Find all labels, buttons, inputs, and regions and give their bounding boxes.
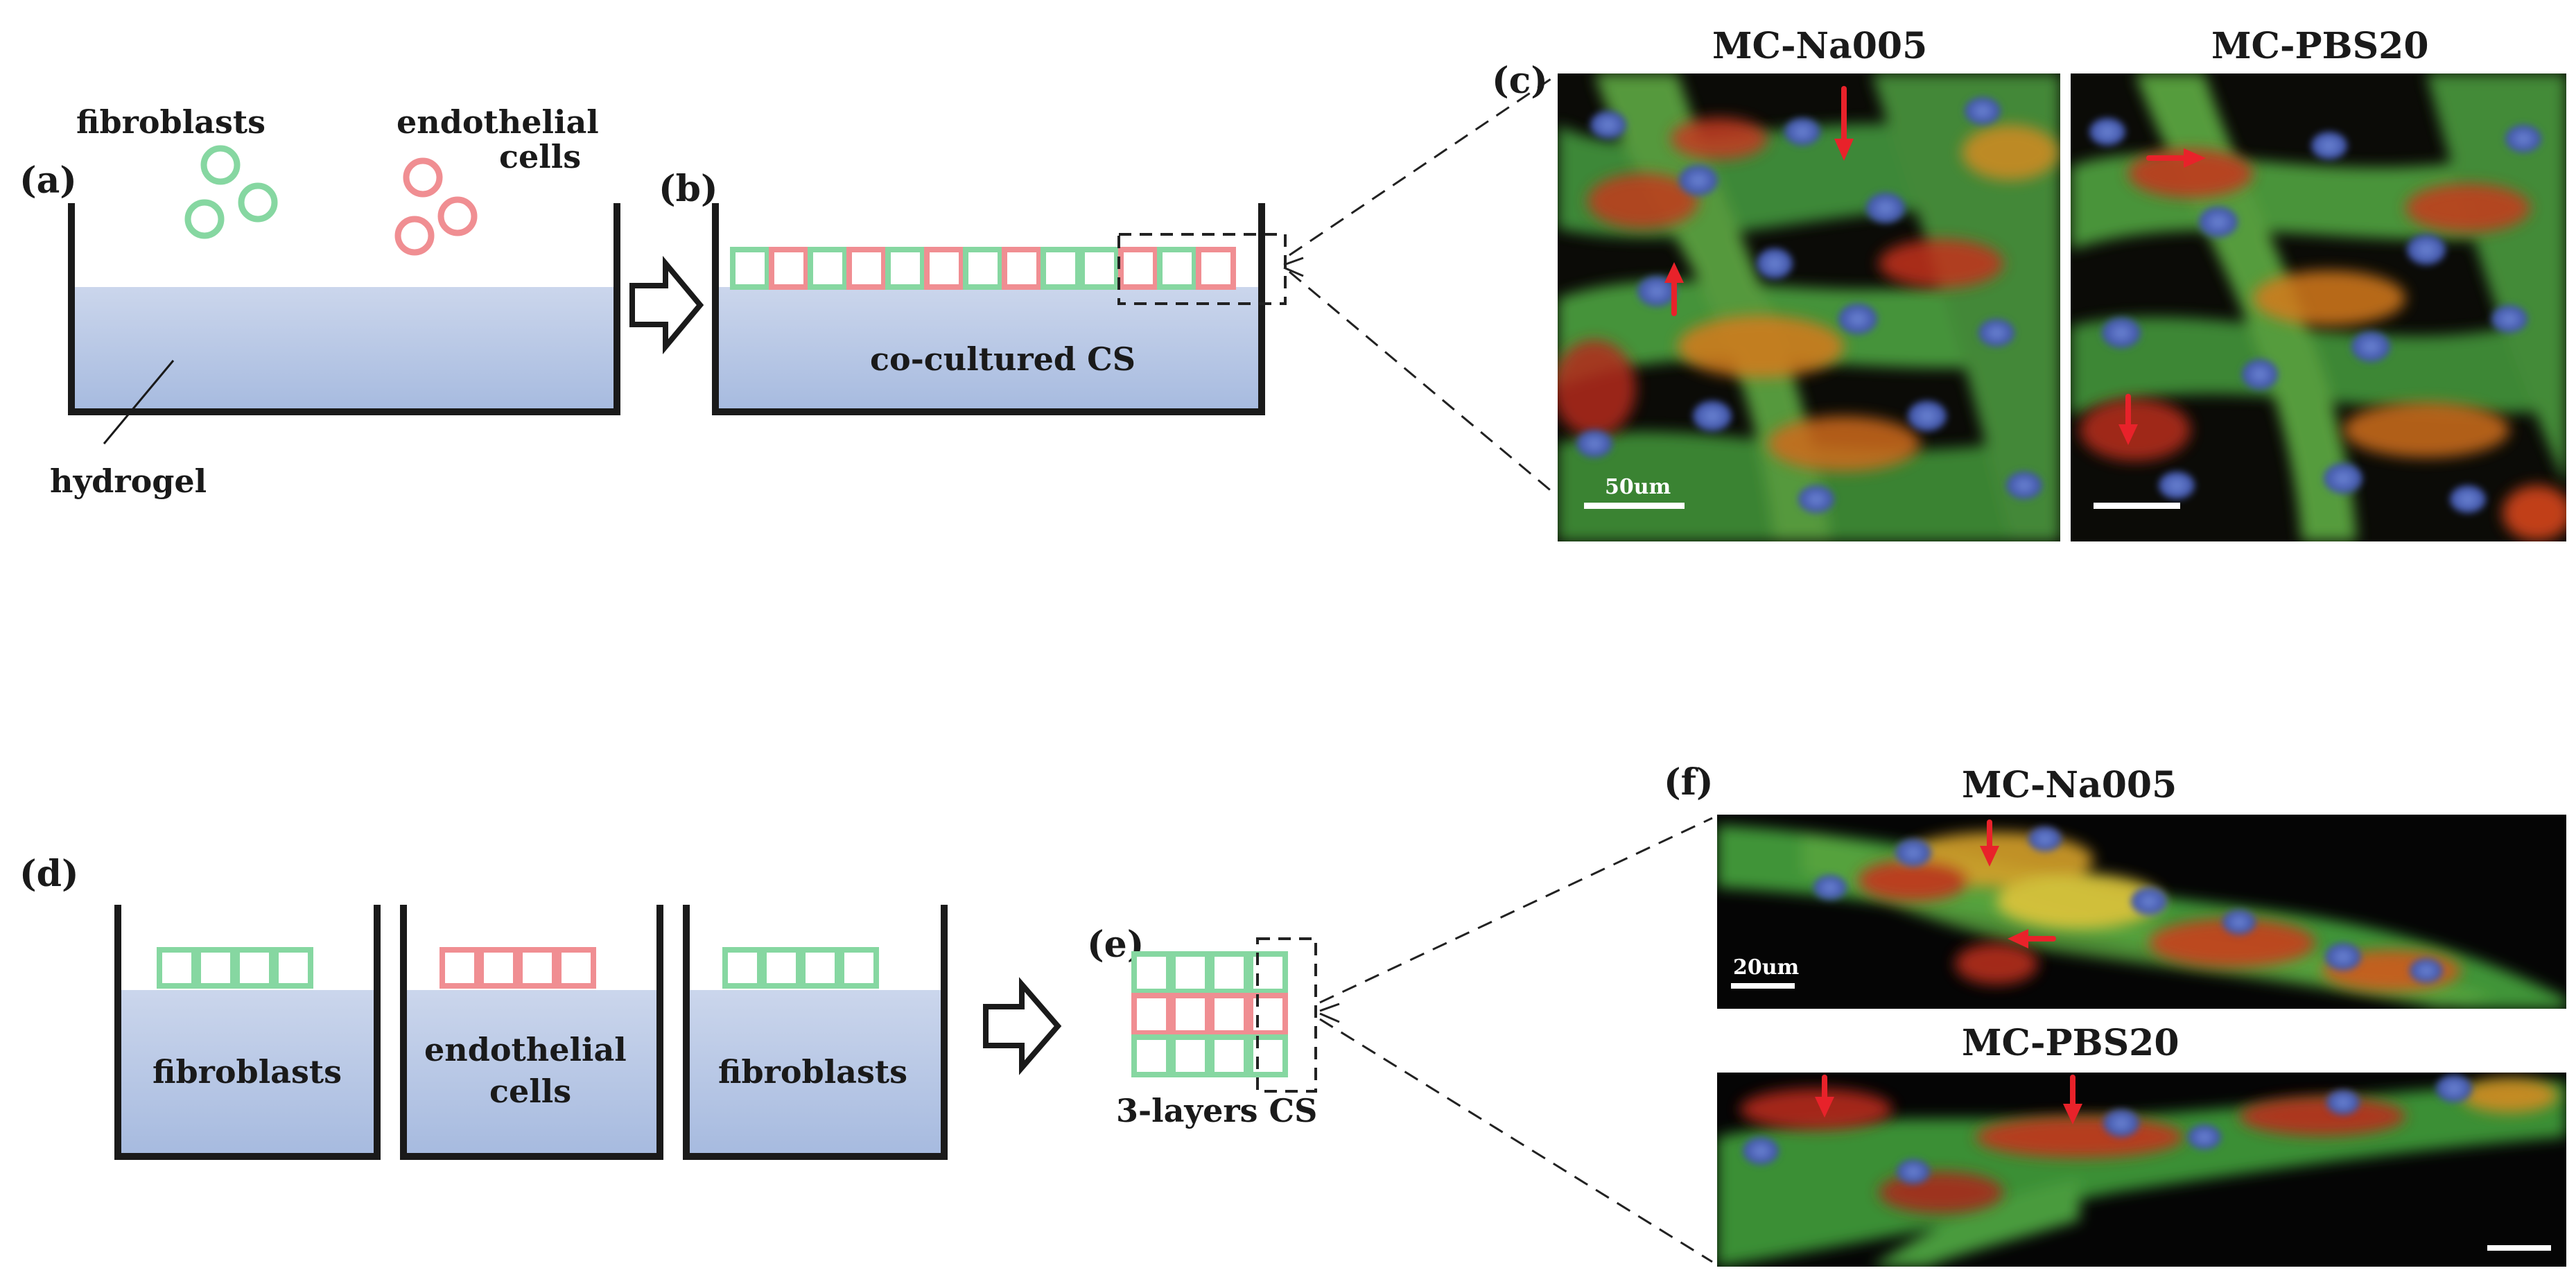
red-arrow-c2-b (2118, 394, 2138, 445)
well-2-label: endothelial (424, 1031, 627, 1068)
zoom-line-bottom-lower (1319, 1018, 1713, 1263)
red-arrow-c1-a (1834, 86, 1854, 161)
endothelial-label: endothelial (397, 103, 599, 141)
well-b (712, 203, 1265, 415)
scale-bar-top (1584, 503, 1685, 509)
process-arrow-a-to-b (629, 255, 704, 355)
micrograph-bottom (1717, 1073, 2566, 1267)
micrograph-left: 50um (1558, 73, 2060, 541)
zoom-line-top-lower (1289, 270, 1554, 494)
zoom-box-top (1117, 233, 1287, 305)
red-arrow-f1-b (2008, 929, 2056, 948)
co-cultured-cell-sheet (730, 247, 1236, 290)
well-3-label: fibroblasts (718, 1053, 907, 1091)
micrograph-left-title: MC-Na005 (1712, 25, 1927, 67)
scale-bar-bottom-label: 20um (1733, 955, 1800, 980)
hydrogel-label: hydrogel (50, 462, 207, 500)
micrograph-top-title: MC-Na005 (1962, 764, 2177, 806)
zoom-box-bottom (1256, 937, 1317, 1093)
scale-bar-top-label: 50um (1605, 475, 1671, 499)
well-3-fibroblasts (683, 905, 948, 1160)
three-layers-label: 3-layers CS (1116, 1092, 1317, 1129)
panel-label-f: (f) (1664, 761, 1714, 804)
fibroblasts-label: fibroblasts (76, 103, 266, 141)
panel-label-c: (c) (1492, 60, 1548, 102)
zoom-line-bottom-upper (1319, 817, 1713, 1004)
micrograph-right (2071, 73, 2566, 541)
three-layer-sheet (1131, 951, 1288, 1077)
zoom-caret-bottom-2 (1319, 1012, 1340, 1023)
process-arrow-d-to-e (983, 977, 1062, 1075)
endothelial-cells-floating (394, 157, 478, 256)
fibroblast-cells-floating (184, 145, 278, 239)
zoom-caret-bottom (1319, 1003, 1340, 1012)
well-2-endothelial (400, 905, 663, 1160)
co-cultured-label: co-cultured CS (870, 340, 1135, 378)
panel-label-a: (a) (19, 159, 77, 202)
panel-label-b: (b) (659, 168, 718, 210)
red-arrow-c2-a (2146, 148, 2206, 168)
well-2-label-cells: cells (489, 1073, 571, 1110)
zoom-caret-top-2 (1283, 266, 1304, 277)
red-arrow-c1-b (1664, 262, 1684, 316)
endothelial-label-cells: cells (499, 138, 581, 175)
scale-bar-top-right (2094, 503, 2180, 509)
micrograph-right-title: MC-PBS20 (2211, 25, 2429, 67)
zoom-line-top-upper (1289, 76, 1554, 257)
red-arrow-f2-a (1815, 1075, 1834, 1118)
well-1-fibroblasts (114, 905, 381, 1160)
well-1-label: fibroblasts (153, 1053, 342, 1091)
red-arrow-f2-b (2063, 1075, 2082, 1125)
micrograph-bottom-title: MC-PBS20 (1962, 1022, 2179, 1064)
micrograph-top: 20um (1717, 815, 2566, 1009)
scale-bar-bottom-right (2487, 1245, 2551, 1251)
well-a (68, 203, 620, 415)
scale-bar-bottom (1731, 983, 1795, 989)
zoom-caret-top (1283, 257, 1304, 266)
hydrogel-pointer (103, 360, 175, 444)
red-arrow-f1-a (1980, 819, 1999, 867)
panel-label-d: (d) (19, 853, 79, 895)
